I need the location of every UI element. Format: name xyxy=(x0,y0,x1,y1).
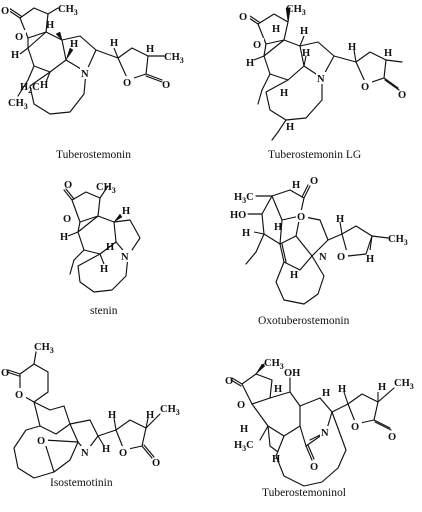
atom-H: H xyxy=(300,26,308,37)
atom-H: H xyxy=(384,48,392,59)
atom-H: H xyxy=(286,122,294,133)
atom-O: O xyxy=(297,212,305,223)
atom-O: O xyxy=(152,458,160,469)
atom-CH3: CH3 xyxy=(96,182,116,195)
atom-H: H xyxy=(338,384,346,395)
atom-CH3: CH3 xyxy=(264,358,284,371)
atom-H: H xyxy=(102,444,110,455)
atom-O: O xyxy=(310,176,318,187)
atom-H: H xyxy=(46,20,54,31)
atom-H: H xyxy=(242,228,250,239)
atom-O: O xyxy=(1,368,9,379)
atom-O: O xyxy=(237,400,245,411)
atom-N: N xyxy=(321,428,329,439)
atom-H: H xyxy=(366,254,374,265)
atom-H3C: H3C xyxy=(234,192,254,205)
structure-stenin: O O CH3 H H H H N stenin xyxy=(60,180,141,317)
atom-O: O xyxy=(351,422,359,433)
atom-H: H xyxy=(11,50,19,61)
compound-name: Isostemotinin xyxy=(50,477,113,489)
atom-H: H xyxy=(274,384,282,395)
atom-O: O xyxy=(37,436,45,447)
atom-O: O xyxy=(239,12,247,23)
atom-N: N xyxy=(121,252,129,263)
atom-CH3: CH3 xyxy=(160,404,180,417)
atom-O: O xyxy=(361,82,369,93)
atom-HO: HO xyxy=(230,210,246,221)
compound-name: Tuberostemonin xyxy=(56,149,131,161)
atom-O: O xyxy=(15,32,23,43)
structure-isostemotinin: CH3 O O O N H H O O H CH3 Isostemotinin xyxy=(1,342,180,489)
compound-name: Tuberostemoninol xyxy=(262,487,346,499)
atom-H: H xyxy=(336,214,344,225)
atom-CH3: CH3 xyxy=(286,4,306,17)
atom-H: H xyxy=(302,48,310,59)
atom-CH3: CH3 xyxy=(58,4,78,17)
atom-CH3: CH3 xyxy=(8,98,28,111)
atom-H: H xyxy=(292,180,300,191)
atom-O: O xyxy=(388,432,396,443)
atom-N: N xyxy=(81,69,89,80)
atom-H3C: H3C xyxy=(234,440,254,453)
atom-H: H xyxy=(348,42,356,53)
atom-H: H xyxy=(108,410,116,421)
atom-H: H xyxy=(106,242,114,253)
atom-H: H xyxy=(122,206,130,217)
atom-O: O xyxy=(64,180,72,191)
atom-O: O xyxy=(253,40,261,51)
structure-oxotuberostemonin: H3C H O O HO H H H N H O H CH3 Oxotubero… xyxy=(230,176,408,327)
structure-tuberostemonin-lg: O O CH3 H H H H H H N H O O H Tuberostem… xyxy=(239,4,406,161)
atom-O: O xyxy=(123,78,131,89)
structure-tuberostemonin: O O CH3 H H H H H2C CH3 N H O O H CH3 Tu… xyxy=(0,4,184,161)
atom-H: H xyxy=(146,44,154,55)
atom-O: O xyxy=(337,252,345,263)
atom-O: O xyxy=(15,390,23,401)
atom-H: H xyxy=(274,222,282,233)
atom-O: O xyxy=(162,80,170,91)
compound-name: Tuberostemonin LG xyxy=(268,149,361,161)
atom-H: H xyxy=(322,388,330,399)
atom-H: H xyxy=(246,58,254,69)
atom-H2C: H2C xyxy=(20,82,40,95)
atom-O: O xyxy=(398,90,406,101)
atom-H: H xyxy=(60,232,68,243)
atom-H: H xyxy=(272,454,280,465)
atom-H: H xyxy=(378,382,386,393)
structure-tuberostemoninol: CH3 O O H OH H H H3C H N O H O O H CH3 T… xyxy=(225,358,414,499)
compound-name: stenin xyxy=(90,305,118,317)
atom-CH3: CH3 xyxy=(164,52,184,65)
atom-H: H xyxy=(280,88,288,99)
atom-H: H xyxy=(70,39,78,50)
atom-O: O xyxy=(310,462,318,473)
atom-N: N xyxy=(317,74,325,85)
atom-H: H xyxy=(146,410,154,421)
atom-N: N xyxy=(81,448,89,459)
atom-O: O xyxy=(1,6,9,17)
atom-OH: OH xyxy=(284,368,300,379)
atom-CH3: CH3 xyxy=(394,378,414,391)
atom-H: H xyxy=(110,38,118,49)
atom-O: O xyxy=(225,376,233,387)
atom-H: H xyxy=(40,80,48,91)
atom-N: N xyxy=(319,252,327,263)
atom-O: O xyxy=(63,214,71,225)
compound-name: Oxotuberostemonin xyxy=(258,315,350,327)
atom-CH3: CH3 xyxy=(388,234,408,247)
atom-H: H xyxy=(100,264,108,275)
atom-CH3: CH3 xyxy=(34,342,54,355)
atom-H: H xyxy=(290,270,298,281)
atom-H: H xyxy=(240,424,248,435)
atom-O: O xyxy=(119,448,127,459)
atom-H: H xyxy=(272,24,280,35)
